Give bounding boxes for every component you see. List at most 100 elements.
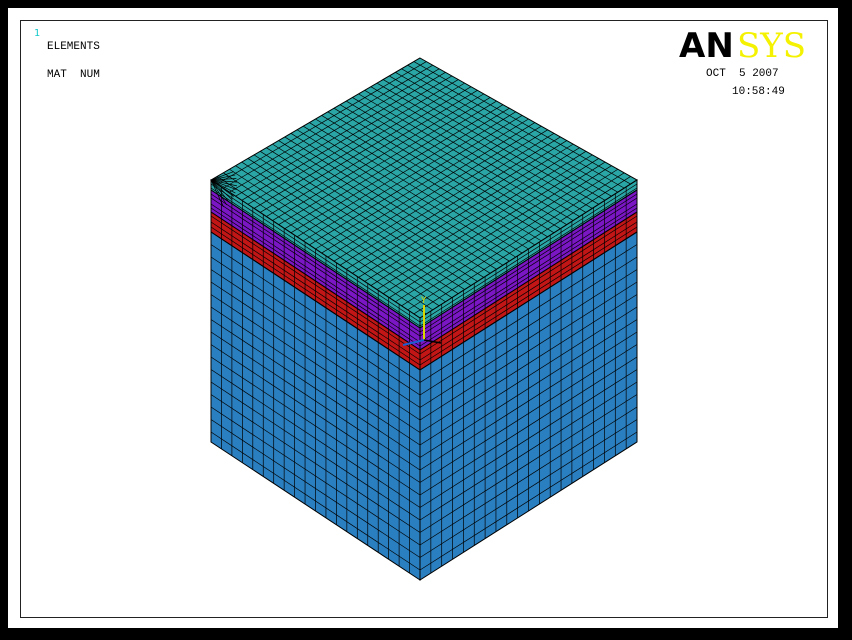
corner-refinement-line xyxy=(210,171,234,181)
left-mesh-horizontal xyxy=(210,356,421,496)
top-mesh-line xyxy=(346,136,561,270)
left-mesh-horizontal xyxy=(210,369,421,508)
top-mesh-line xyxy=(278,140,491,274)
top-mesh-line xyxy=(223,172,433,311)
corner-refinement-line xyxy=(210,179,230,203)
left-mesh-horizontal xyxy=(210,294,421,433)
left-mesh-horizontal xyxy=(210,215,421,355)
right-mesh-horizontal xyxy=(419,207,638,347)
right-mesh-horizontal xyxy=(419,319,638,458)
top-mesh-line xyxy=(395,165,612,303)
top-mesh-line xyxy=(358,143,574,278)
right-mesh-horizontal xyxy=(419,203,638,343)
top-mesh-line xyxy=(376,154,593,290)
right-mesh-horizontal xyxy=(419,269,638,408)
left-mesh-horizontal xyxy=(210,306,421,446)
top-mesh-line xyxy=(303,125,516,258)
right-mesh-horizontal xyxy=(419,369,638,508)
left-mesh-horizontal xyxy=(210,406,421,546)
left-mesh-horizontal xyxy=(210,269,421,408)
top-mesh-line xyxy=(290,133,504,266)
right-mesh-horizontal xyxy=(419,197,638,337)
window-number: 1 xyxy=(34,28,41,39)
right-mesh-horizontal xyxy=(419,381,638,521)
right-mesh-horizontal xyxy=(419,306,638,446)
right-mesh-horizontal xyxy=(419,187,638,327)
top-mesh-line xyxy=(401,168,619,307)
corner-refinement-line xyxy=(210,178,237,181)
top-mesh-line xyxy=(284,136,497,270)
top-mesh-line xyxy=(259,150,472,286)
left-mesh-horizontal xyxy=(210,244,421,383)
left-mesh-horizontal xyxy=(210,203,421,343)
top-mesh-line xyxy=(327,125,542,258)
right-mesh-horizontal xyxy=(419,281,638,421)
corner-refinement-line xyxy=(210,179,233,200)
left-mesh-horizontal xyxy=(210,331,421,471)
element-mesh-cube xyxy=(210,57,638,581)
top-mesh-line xyxy=(352,140,567,274)
left-mesh-horizontal xyxy=(210,281,421,421)
corner-refinement-line xyxy=(210,179,235,197)
left-mesh-horizontal xyxy=(210,431,421,571)
top-mesh-line xyxy=(333,129,548,262)
top-mesh-line xyxy=(296,129,510,262)
top-mesh-line xyxy=(339,133,555,266)
plot-label: ELEMENTS xyxy=(47,41,100,53)
top-mesh-line xyxy=(266,147,478,282)
left-mesh-horizontal xyxy=(210,183,421,323)
corner-refinement-line xyxy=(210,179,238,187)
right-mesh-horizontal xyxy=(419,294,638,433)
ansys-logo: AN SYS xyxy=(679,26,806,66)
top-mesh-line xyxy=(235,165,446,303)
logo-light-text: SYS xyxy=(737,26,806,66)
corner-refinement-line xyxy=(210,174,236,181)
left-mesh-horizontal xyxy=(210,226,421,366)
left-mesh-horizontal xyxy=(210,394,421,533)
right-mesh-horizontal xyxy=(419,231,638,371)
right-mesh-horizontal xyxy=(419,394,638,533)
axis-triad: Y xyxy=(402,296,442,346)
left-mesh-horizontal xyxy=(210,193,421,333)
x-axis-line xyxy=(402,339,425,346)
left-mesh-horizontal xyxy=(210,419,421,558)
left-mesh-horizontal xyxy=(210,207,421,347)
top-mesh-line xyxy=(229,168,440,307)
left-mesh-horizontal xyxy=(210,381,421,521)
left-mesh-horizontal xyxy=(210,256,421,396)
right-mesh-horizontal xyxy=(419,419,638,558)
top-mesh-line xyxy=(253,154,465,290)
display-mode-label: MAT NUM xyxy=(47,69,100,81)
left-mesh-horizontal xyxy=(210,319,421,458)
top-mesh-line xyxy=(272,143,485,278)
top-mesh-line xyxy=(389,161,606,299)
y-axis-label: Y xyxy=(421,296,427,306)
corner-refinement-line xyxy=(210,179,224,207)
right-mesh-horizontal xyxy=(419,183,638,323)
top-mesh-line xyxy=(247,158,459,294)
corner-refinement-line xyxy=(210,179,237,183)
right-mesh-horizontal xyxy=(419,431,638,571)
right-mesh-horizontal xyxy=(419,221,638,361)
date-label: OCT 5 2007 xyxy=(706,68,779,80)
top-mesh-line xyxy=(370,150,587,286)
top-mesh-line xyxy=(216,176,427,315)
left-mesh-horizontal xyxy=(210,344,421,483)
left-mesh-horizontal xyxy=(210,197,421,337)
corner-refinement-line xyxy=(210,179,227,205)
top-mesh-line xyxy=(309,122,523,254)
right-mesh-horizontal xyxy=(419,215,638,355)
right-mesh-horizontal xyxy=(419,244,638,383)
right-mesh-horizontal xyxy=(419,226,638,366)
right-mesh-horizontal xyxy=(419,406,638,546)
z-axis-line xyxy=(423,339,442,344)
left-mesh-horizontal xyxy=(210,187,421,327)
top-mesh-line xyxy=(382,158,599,294)
right-mesh-horizontal xyxy=(419,331,638,471)
top-mesh-line xyxy=(413,176,631,315)
right-mesh-horizontal xyxy=(419,356,638,496)
top-mesh-line xyxy=(407,172,625,311)
right-mesh-horizontal xyxy=(419,344,638,483)
corner-refinement-line xyxy=(210,179,236,194)
